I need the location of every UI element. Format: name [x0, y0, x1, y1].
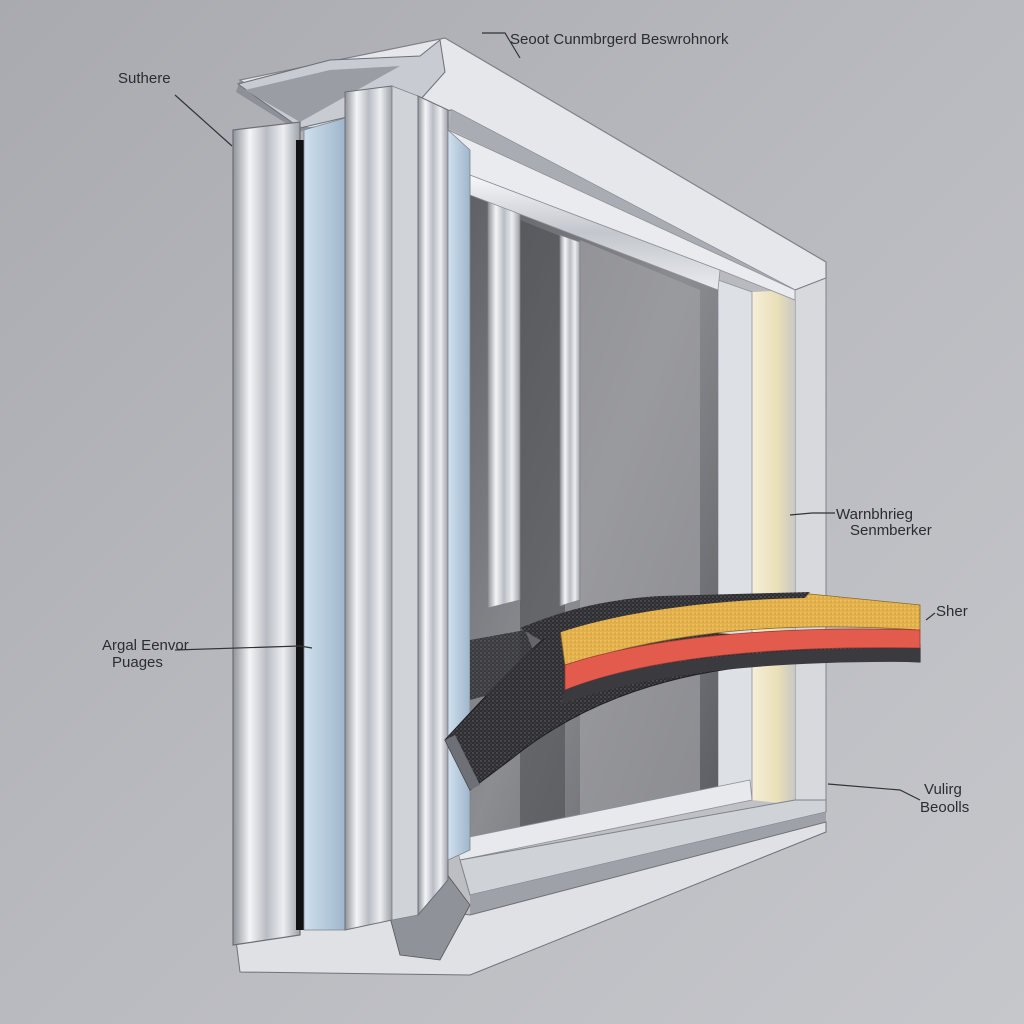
label-right-low-1: Vulirg [924, 781, 962, 798]
frame-sill [235, 779, 827, 976]
frame-right-jamb [717, 277, 827, 806]
leader-right-low [827, 783, 921, 801]
label-right-mid-2: Senmberker [850, 522, 932, 539]
label-right-mid-1: Warnbhrieg [836, 506, 913, 523]
leader-top [482, 32, 521, 59]
label-top-left: Suthere [118, 70, 171, 87]
insulation-cutaway [444, 592, 921, 791]
leader-right-mid [789, 512, 835, 516]
label-top: Seoot Cunmbrgerd Beswrohnork [510, 31, 729, 48]
leader-right-sheet [925, 612, 936, 621]
label-right-low-2: Beoolls [920, 799, 970, 816]
frame-left-stile [232, 85, 471, 946]
label-left-1: Argal Eenvor [102, 637, 189, 654]
label-left-2: Puages [112, 654, 163, 671]
leader-lines [174, 32, 936, 801]
label-right-sheet: Sher [936, 603, 968, 620]
leader-top-left [174, 94, 233, 147]
leader-left [174, 645, 313, 651]
inner-sash [447, 129, 796, 609]
